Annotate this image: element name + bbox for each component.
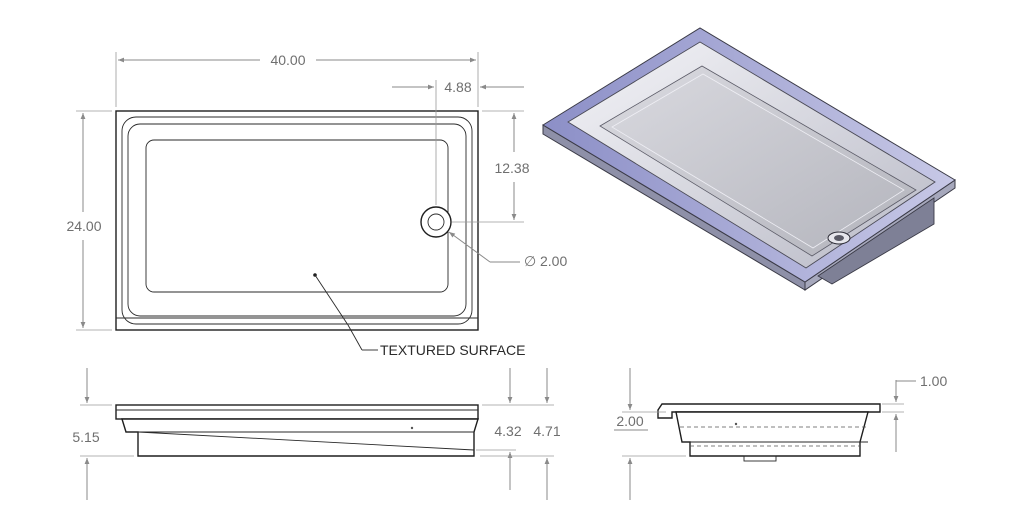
front-view (115, 404, 479, 457)
diameter-symbol: ∅ (524, 253, 536, 269)
dim-drain-offset-x-label: 4.88 (444, 79, 471, 95)
dim-front-height-inner: 4.32 (476, 368, 554, 490)
iso-underbody (817, 197, 935, 285)
dim-overall-width: 24.00 (66, 110, 112, 331)
dim-overall-length-label: 40.00 (270, 52, 305, 68)
drain-inner (427, 213, 445, 231)
front-view-rim (115, 404, 479, 420)
dim-side-flange-width: 1.00 (882, 373, 947, 452)
dim-front-height-right-label: 4.71 (533, 423, 560, 439)
dim-side-flange-height: 2.00 (614, 368, 686, 500)
dim-drain-diameter-label: 2.00 (540, 253, 567, 269)
dim-front-height-right: 4.71 (480, 368, 561, 500)
callout-textured-surface-label: TEXTURED SURFACE (380, 342, 525, 358)
dim-front-height-left-label: 5.15 (72, 429, 99, 445)
dim-front-height-left: 5.15 (72, 368, 134, 500)
top-view (115, 110, 479, 331)
drain-outer (420, 206, 452, 238)
isometric-view (542, 27, 956, 291)
dim-overall-length: 40.00 (115, 52, 479, 107)
dim-side-flange-width-label: 1.00 (920, 373, 947, 389)
dim-overall-width-label: 24.00 (66, 218, 101, 234)
dim-side-flange-height-label: 2.00 (616, 413, 643, 429)
front-view-body (121, 418, 479, 457)
top-view-basin-edge (127, 123, 467, 317)
callout-textured-surface: TEXTURED SURFACE (314, 274, 525, 358)
top-view-rim (121, 116, 473, 325)
side-view (657, 403, 881, 462)
dim-drain-diameter: ∅ 2.00 (448, 231, 567, 269)
dim-front-height-inner-label: 4.32 (494, 423, 521, 439)
side-view-drain (743, 455, 777, 462)
side-view-body (675, 411, 869, 457)
dim-drain-offset-y-label: 12.38 (494, 160, 529, 176)
top-view-outline (115, 110, 479, 331)
iso-floor (599, 65, 917, 257)
dim-drain-offset-x: 4.88 (392, 79, 524, 205)
dim-drain-offset-y: 12.38 (452, 110, 530, 223)
